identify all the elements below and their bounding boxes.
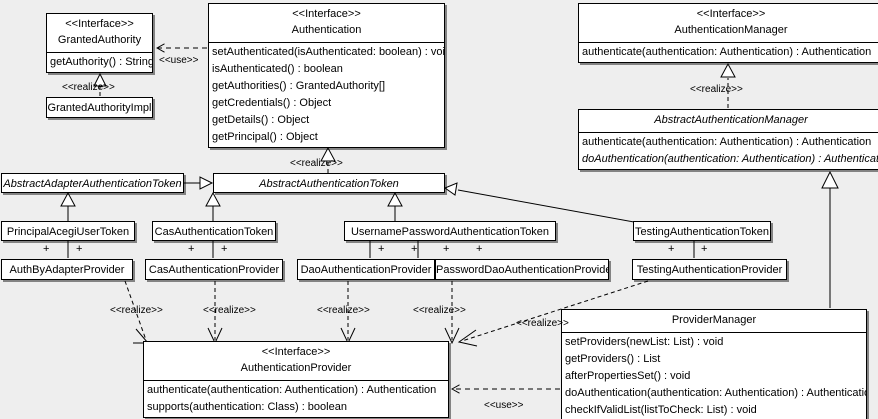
method-do-authentication: doAuthentication(authentication: Authent…	[582, 153, 878, 165]
class-authentication-manager[interactable]: <<Interface>> AuthenticationManager auth…	[578, 3, 878, 63]
association-marker-left: +	[443, 243, 450, 255]
method-get-details: getDetails() : Object	[212, 114, 310, 126]
class-authentication-provider[interactable]: <<Interface>> AuthenticationProvider aut…	[143, 341, 449, 418]
association-marker-left: +	[43, 243, 50, 255]
methods-compartment: authenticate(authentication: Authenticat…	[579, 132, 878, 169]
method-authenticate: authenticate(authentication: Authenticat…	[147, 384, 437, 396]
class-header-authentication-manager: <<Interface>> AuthenticationManager	[579, 4, 878, 42]
class-testing-authentication-provider[interactable]: TestingAuthenticationProvider	[632, 259, 787, 280]
method-after-properties-set: afterPropertiesSet() : void	[565, 370, 691, 382]
class-dao-authentication-provider[interactable]: DaoAuthenticationProvider	[297, 259, 435, 280]
class-authentication[interactable]: <<Interface>> Authentication setAuthenti…	[208, 3, 445, 148]
method-do-authentication: doAuthentication(authentication: Authent…	[565, 387, 866, 399]
class-auth-by-adapter-provider[interactable]: AuthByAdapterProvider	[1, 259, 133, 280]
method-supports: supports(authentication: Class) : boolea…	[147, 401, 347, 413]
association-marker-right: +	[76, 243, 83, 255]
edge-label-realize-testing: <<realize>>	[516, 318, 569, 329]
class-cas-authentication-provider[interactable]: CasAuthenticationProvider	[145, 259, 283, 280]
class-principal-acegi-user-token[interactable]: PrincipalAcegiUserToken	[1, 221, 135, 241]
method-get-providers: getProviders() : List	[565, 353, 661, 365]
method-authenticate: authenticate(authentication: Authenticat…	[582, 136, 872, 148]
method-check-if-valid-list: checkIfValidList(listToCheck: List) : vo…	[565, 404, 757, 416]
class-granted-authority[interactable]: <<Interface>> GrantedAuthority getAuthor…	[46, 13, 153, 73]
edge-label-realize-abstract-token: <<realize>>	[290, 158, 343, 169]
class-name-authentication-manager: AuthenticationManager	[674, 24, 788, 36]
association-marker-left: +	[188, 243, 195, 255]
association-marker-right: +	[411, 243, 418, 255]
class-abstract-adapter-authentication-token[interactable]: AbstractAdapterAuthenticationToken	[1, 173, 184, 193]
stereotype-interface: <<Interface>>	[65, 18, 134, 30]
class-header-granted-authority: <<Interface>> GrantedAuthority	[47, 14, 152, 52]
method-get-credentials: getCredentials() : Object	[212, 97, 332, 109]
class-name-provider-manager: ProviderManager	[671, 314, 757, 326]
class-granted-authority-impl[interactable]: GrantedAuthorityImpl	[46, 97, 153, 118]
method-get-authorities: getAuthorities() : GrantedAuthority[]	[212, 80, 386, 92]
class-username-password-authentication-token[interactable]: UsernamePasswordAuthenticationToken	[344, 221, 556, 241]
association-marker-right: +	[221, 243, 228, 255]
association-marker-right: +	[476, 243, 483, 255]
stereotype-interface: <<Interface>>	[292, 8, 361, 20]
methods-compartment: setAuthenticated(isAuthenticated: boolea…	[209, 42, 444, 147]
class-header-abstract-authentication-manager: AbstractAuthenticationManager	[579, 110, 878, 132]
association-marker-left: +	[668, 243, 675, 255]
edge-label-realize-granted-authority-impl: <<realize>>	[62, 82, 115, 93]
method-set-providers: setProviders(newList: List) : void	[565, 336, 724, 348]
stereotype-interface: <<Interface>>	[261, 346, 331, 358]
class-provider-manager[interactable]: ProviderManager setProviders(newList: Li…	[561, 309, 867, 419]
class-name-granted-authority: GrantedAuthority	[57, 34, 142, 46]
method-get-principal: getPrincipal() : Object	[212, 131, 318, 143]
class-header-authentication: <<Interface>> Authentication	[209, 4, 444, 42]
methods-compartment: getAuthority() : String	[47, 52, 152, 72]
method-get-authority: getAuthority() : String	[50, 56, 152, 68]
methods-compartment: setProviders(newList: List) : void getPr…	[562, 332, 866, 419]
class-name-authentication-provider: AuthenticationProvider	[240, 362, 352, 374]
class-header-provider-manager: ProviderManager	[562, 310, 866, 332]
class-abstract-authentication-token[interactable]: AbstractAuthenticationToken	[213, 173, 445, 193]
class-name-authentication: Authentication	[291, 24, 362, 36]
method-set-authenticated: setAuthenticated(isAuthenticated: boolea…	[212, 46, 444, 58]
class-name-abstract-authentication-manager: AbstractAuthenticationManager	[654, 114, 808, 126]
class-password-dao-authentication-provider[interactable]: PasswordDaoAuthenticationProvider	[435, 259, 609, 280]
class-testing-authentication-token[interactable]: TestingAuthenticationToken	[633, 221, 771, 241]
class-header-authentication-provider: <<Interface>> AuthenticationProvider	[144, 342, 448, 380]
edge-label-realize-dao: <<realize>>	[317, 305, 370, 316]
methods-compartment: authenticate(authentication: Authenticat…	[579, 42, 878, 62]
edge-label-use-provider-manager: <<use>>	[484, 400, 524, 411]
edge-label-realize-cas: <<realize>>	[203, 305, 256, 316]
stereotype-interface: <<Interface>>	[696, 8, 766, 20]
association-marker-left: +	[378, 243, 385, 255]
class-cas-authentication-token[interactable]: CasAuthenticationToken	[152, 221, 276, 241]
edge-label-use-authentication-granted-authority: <<use>>	[159, 55, 199, 66]
methods-compartment: authenticate(authentication: Authenticat…	[144, 380, 448, 417]
edge-label-realize-auth-by-adapter: <<realize>>	[110, 305, 163, 316]
edge-label-realize-password-dao: <<realize>>	[413, 305, 466, 316]
method-is-authenticated: isAuthenticated() : boolean	[212, 63, 343, 75]
class-abstract-authentication-manager[interactable]: AbstractAuthenticationManager authentica…	[578, 109, 878, 170]
method-authenticate: authenticate(authentication: Authenticat…	[582, 46, 872, 58]
association-marker-right: +	[701, 243, 708, 255]
edge-label-realize-abstract-manager: <<realize>>	[690, 84, 743, 95]
